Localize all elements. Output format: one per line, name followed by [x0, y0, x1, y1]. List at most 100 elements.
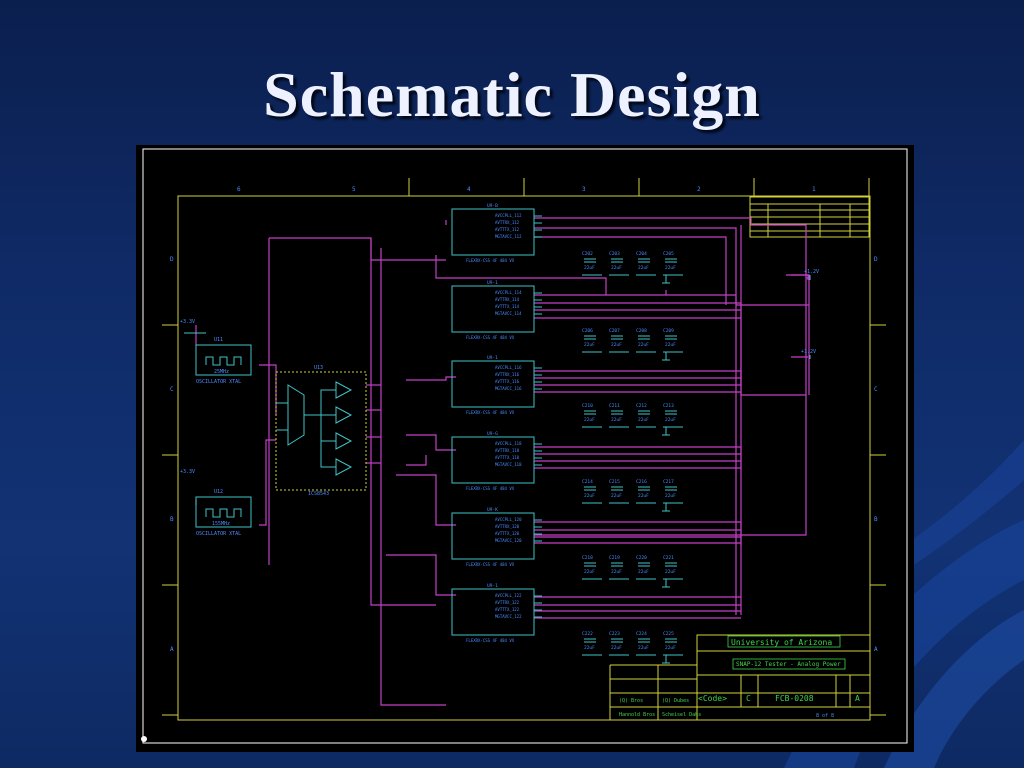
capacitor: C213 22uF — [663, 403, 683, 428]
fpga-part-label: FLEXRX-CSS 4F 484 VX — [466, 410, 515, 415]
fpga-pin-label: AVCCPLL_120 — [495, 517, 522, 522]
capacitor-ref: C225 — [663, 631, 674, 637]
zone-column-label: 1 — [812, 186, 816, 193]
capacitor-ref: C213 — [663, 403, 674, 409]
fpga-pin-label: AVTTRX_118 — [495, 448, 520, 453]
zone-column-label: 4 — [467, 186, 471, 193]
fpga-bank-body — [451, 512, 535, 560]
title-block-code: <Code> — [698, 694, 727, 703]
capacitor-ref: C217 — [663, 479, 674, 485]
capacitor-ref: C224 — [636, 631, 647, 637]
capacitor-ref: C206 — [582, 328, 593, 334]
capacitor-ref: C219 — [609, 555, 620, 561]
capacitor-ref: C203 — [609, 251, 620, 257]
capacitor-ref: C211 — [609, 403, 620, 409]
capacitor-value: 22uF — [611, 493, 622, 499]
fpga-pin-label: AVTTTX_116 — [495, 379, 520, 384]
capacitor-value: 22uF — [638, 493, 649, 499]
capacitor-value: 22uF — [611, 342, 622, 348]
title-block-engineer: Hannold Bros — [619, 712, 655, 718]
fpga-part-label: FLEXRX-CSS 4F 484 VX — [466, 335, 515, 340]
fpga-part-label: FLEXRX-CSS 4F 484 VX — [466, 486, 515, 491]
fpga-bank-1: U9-BAVCCPLL_112AVTTRX_112AVTTTX_112MGTAV… — [451, 203, 542, 263]
power-label-left-2: +3.3V — [180, 469, 195, 475]
capacitor-value: 22uF — [638, 417, 649, 423]
slide-title: Schematic Design — [263, 59, 761, 130]
capacitor-value: 22uF — [584, 493, 595, 499]
capacitor-value: 22uF — [665, 265, 676, 271]
capacitor-ref: C220 — [636, 555, 647, 561]
fpga-bank-6: U9-1AVCCPLL_122AVTTRX_122AVTTTX_122MGTAV… — [451, 583, 542, 643]
osc-u12-label: OSCILLATOR XTAL — [196, 531, 241, 537]
capacitor-value: 22uF — [611, 569, 622, 575]
title-block-sheet: 8 of 8 — [816, 713, 834, 719]
fpga-pin-label: MGTAVCC_114 — [495, 311, 522, 316]
outer-frame — [142, 148, 908, 744]
fpga-part-label: FLEXRX-CSS 4F 484 VX — [466, 562, 515, 567]
title-block-approved: Scheisel Dahs — [662, 712, 701, 718]
fpga-pin-label: AVTTTX_112 — [495, 227, 520, 232]
capacitor: C217 22uF — [663, 479, 683, 504]
fpga-pin-label: MGTAVCC_122 — [495, 614, 522, 619]
fpga-pin-label: AVCCPLL_112 — [495, 213, 522, 218]
osc-u11-label: OSCILLATOR XTAL — [196, 379, 241, 385]
capacitor-value: 22uF — [638, 569, 649, 575]
revision-table — [749, 196, 870, 238]
capacitor-ref: C222 — [582, 631, 593, 637]
fpga-pin-label: AVTTTX_122 — [495, 607, 520, 612]
capacitor-ref: C218 — [582, 555, 593, 561]
capacitor-value: 22uF — [665, 417, 676, 423]
zone-row-label-right: B — [874, 516, 878, 523]
fpga-bank-ref: U9-1 — [487, 280, 498, 286]
power-label-left-1: +3.3V — [180, 319, 195, 325]
oscillator-u11 — [184, 332, 252, 376]
capacitor-value: 22uF — [638, 342, 649, 348]
capacitor: C205 22uF — [663, 251, 683, 276]
capacitor-ref: C205 — [663, 251, 674, 257]
power-label-right-1: +1.2V — [804, 269, 819, 275]
fpga-pin-label: AVCCPLL_116 — [495, 365, 522, 370]
fpga-pin-label: AVTTTX_118 — [495, 455, 520, 460]
capacitor: C207 22uF — [609, 328, 629, 353]
capacitor-value: 22uF — [611, 645, 622, 651]
zone-column-label: 2 — [697, 186, 701, 193]
zone-row-label-left: A — [170, 646, 174, 653]
zone-row-label-right: C — [874, 386, 878, 393]
fpga-pin-label: AVCCPLL_122 — [495, 593, 522, 598]
capacitor-grid: C20222uFC20322uFC20422uFC20522uFC20622uF… — [582, 251, 683, 664]
capacitor-ref: C207 — [609, 328, 620, 334]
capacitor-ref: C210 — [582, 403, 593, 409]
capacitor: C219 22uF — [609, 555, 629, 580]
capacitor-value: 22uF — [665, 342, 676, 348]
capacitor: C224 22uF — [636, 631, 656, 656]
fpga-pin-label: AVTTRX_114 — [495, 297, 520, 302]
capacitor: C222 22uF — [582, 631, 602, 656]
title-block — [609, 634, 871, 721]
fpga-bank-body — [451, 285, 535, 333]
fpga-pin-label: AVTTRX_120 — [495, 524, 520, 529]
fpga-pin-label: AVCCPLL_118 — [495, 441, 522, 446]
capacitor-value: 22uF — [638, 645, 649, 651]
osc-u12-freq: 155MHz — [212, 521, 230, 527]
capacitor-ref: C215 — [609, 479, 620, 485]
zone-row-label-left: D — [170, 256, 174, 263]
capacitor-value: 22uF — [665, 493, 676, 499]
title-block-title: SNAP-12 Tester - Analog Power — [736, 661, 841, 668]
fpga-pin-label: AVCCPLL_114 — [495, 290, 522, 295]
zone-column-label: 5 — [352, 186, 356, 193]
zone-row-label-left: B — [170, 516, 174, 523]
capacitor-value: 22uF — [584, 342, 595, 348]
osc-u11-freq: 25MHz — [214, 369, 229, 375]
fpga-bank-4: U9-GAVCCPLL_118AVTTRX_118AVTTTX_118MGTAV… — [451, 431, 542, 491]
capacitor-value: 22uF — [584, 645, 595, 651]
fpga-bank-ref: U9-1 — [487, 583, 498, 589]
